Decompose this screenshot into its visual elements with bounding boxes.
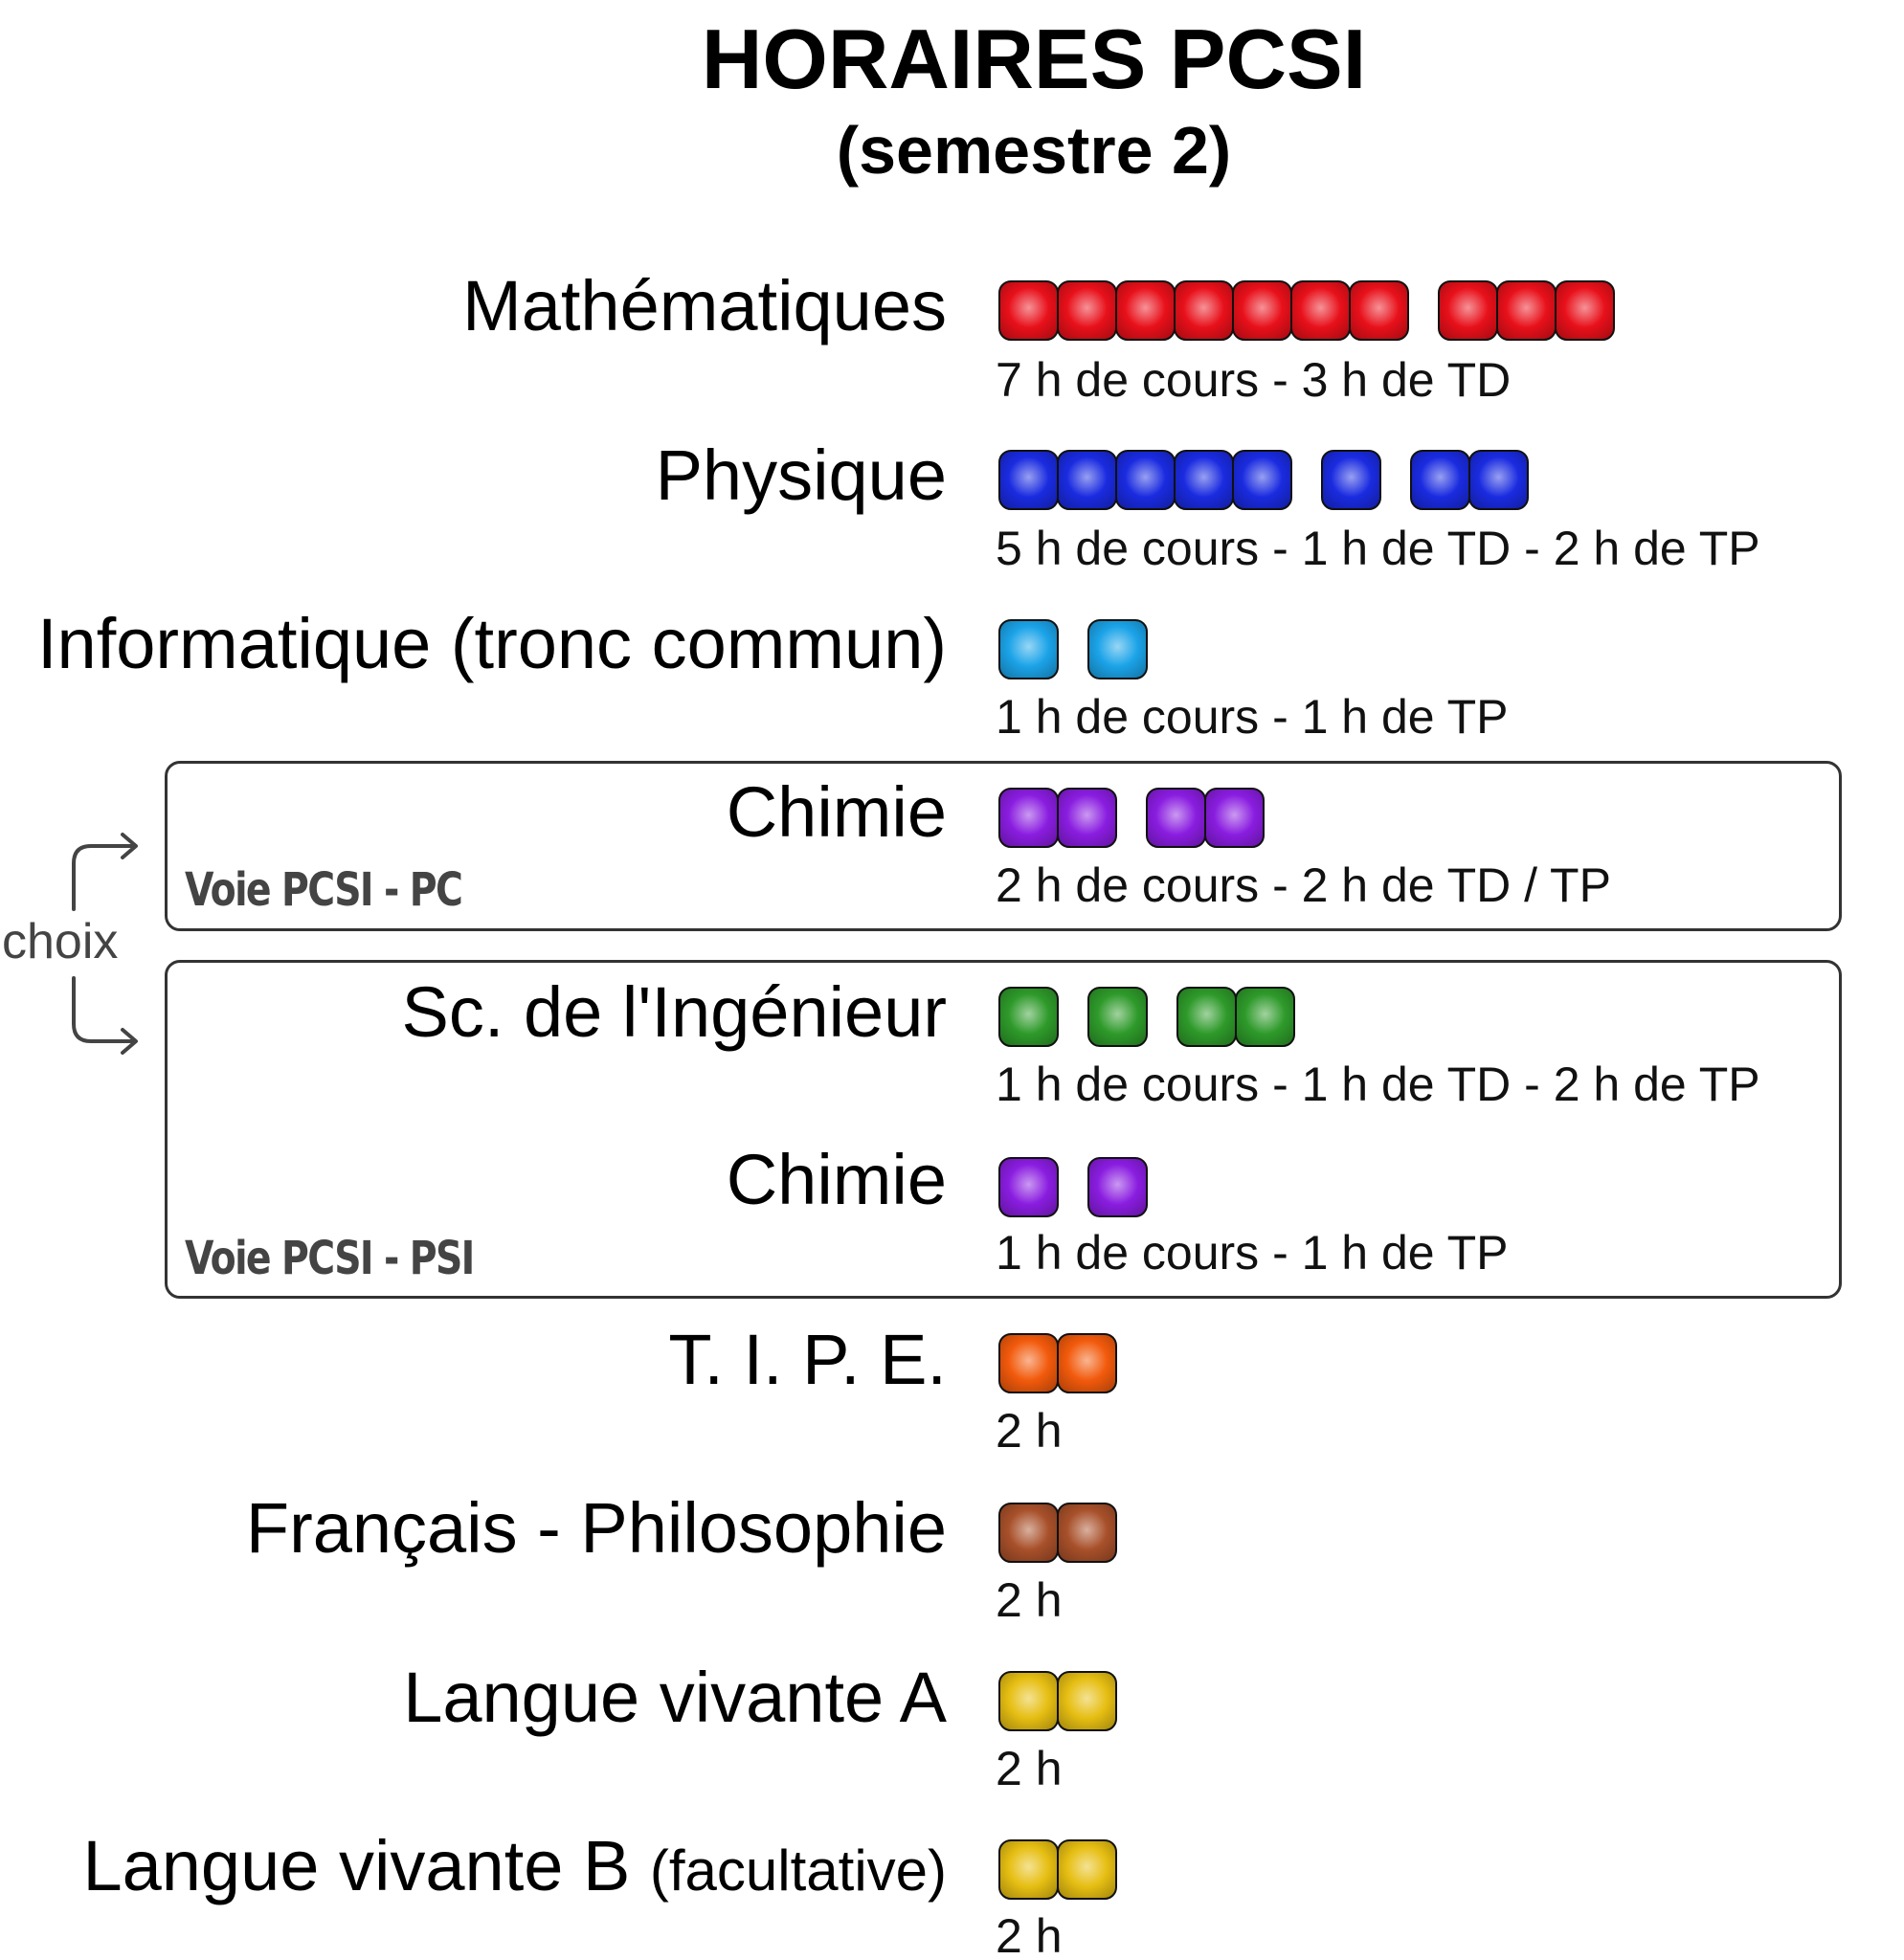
hour-block <box>1174 280 1234 341</box>
subject-name-lvb-main: Langue vivante B <box>82 1826 631 1905</box>
subject-name-info: Informatique (tronc commun) <box>36 604 947 683</box>
hour-block <box>998 788 1059 848</box>
track-label-pc: Voie PCSI - PC <box>185 863 463 917</box>
hour-block <box>1057 1671 1117 1731</box>
hour-block <box>1115 450 1176 510</box>
hour-block <box>1321 450 1381 510</box>
arrow-to-psi <box>72 976 136 1043</box>
hour-blocks-lva <box>998 1671 1118 1732</box>
subject-detail-lvb: 2 h <box>996 1909 1063 1960</box>
subject-detail-info: 1 h de cours - 1 h de TP <box>996 690 1509 744</box>
hour-blocks-chimie-pc <box>998 788 1266 849</box>
hour-block <box>1057 1333 1117 1393</box>
hour-blocks-francais <box>998 1503 1118 1564</box>
hour-block <box>998 1333 1059 1393</box>
subject-name-francais: Français - Philosophie <box>245 1488 947 1568</box>
hour-block <box>1146 788 1206 848</box>
arrow-head-psi <box>121 1028 138 1055</box>
choice-label: choix <box>2 914 119 969</box>
arrow-to-pc <box>72 844 136 911</box>
hour-block <box>1174 450 1234 510</box>
subject-detail-physique: 5 h de cours - 1 h de TD - 2 h de TP <box>996 522 1760 575</box>
hour-block <box>998 1503 1059 1563</box>
hour-block <box>998 1671 1059 1731</box>
hour-block <box>1555 280 1615 341</box>
subject-detail-francais: 2 h <box>996 1573 1063 1627</box>
hour-block <box>1057 1839 1117 1900</box>
hour-block <box>1087 1157 1148 1217</box>
hour-blocks-lvb <box>998 1839 1118 1901</box>
hour-block <box>1496 280 1557 341</box>
hour-blocks-physique <box>998 450 1530 511</box>
subject-detail-si: 1 h de cours - 1 h de TD - 2 h de TP <box>996 1058 1760 1111</box>
hour-block <box>1057 450 1117 510</box>
hour-blocks-math <box>998 280 1616 342</box>
hour-block <box>1232 280 1292 341</box>
subject-detail-math: 7 h de cours - 3 h de TD <box>996 353 1512 407</box>
track-box-pc <box>165 761 1842 931</box>
hour-block <box>998 619 1059 679</box>
hour-block <box>998 1157 1059 1217</box>
hour-block <box>998 450 1059 510</box>
hour-blocks-si <box>998 987 1296 1048</box>
subject-name-tipe: T. I. P. E. <box>668 1320 947 1399</box>
hour-block <box>1468 450 1529 510</box>
hour-block <box>1087 619 1148 679</box>
hour-block <box>1235 987 1295 1047</box>
track-label-psi: Voie PCSI - PSI <box>185 1232 475 1285</box>
hour-blocks-chimie-psi <box>998 1157 1149 1218</box>
hour-block <box>1176 987 1237 1047</box>
arrow-head-pc <box>121 833 138 859</box>
page-subtitle: (semestre 2) <box>836 113 1232 188</box>
subject-name-chimie-pc: Chimie <box>726 772 947 852</box>
hour-block <box>998 987 1059 1047</box>
subject-detail-chimie-pc: 2 h de cours - 2 h de TD / TP <box>996 858 1611 912</box>
subject-name-chimie-psi: Chimie <box>726 1140 947 1219</box>
subject-name-math: Mathématiques <box>462 266 947 345</box>
subject-detail-lva: 2 h <box>996 1742 1063 1795</box>
hour-block <box>1204 788 1265 848</box>
hour-blocks-info <box>998 619 1149 680</box>
subject-name-si: Sc. de l'Ingénieur <box>401 972 948 1052</box>
hour-block <box>1290 280 1351 341</box>
hour-block <box>1057 1503 1117 1563</box>
hour-block <box>998 1839 1059 1900</box>
hour-block <box>1410 450 1470 510</box>
hour-block <box>1438 280 1498 341</box>
choice-arrows <box>72 833 138 1055</box>
hour-block <box>998 280 1059 341</box>
subject-name-lvb-note: (facultative) <box>649 1838 947 1903</box>
subject-name-lvb: Langue vivante B (facultative) <box>82 1831 947 1902</box>
hour-block <box>1087 987 1148 1047</box>
hour-block <box>1115 280 1176 341</box>
hour-block <box>1349 280 1409 341</box>
hour-blocks-tipe <box>998 1333 1118 1394</box>
hour-block <box>1232 450 1292 510</box>
subject-detail-tipe: 2 h <box>996 1404 1063 1458</box>
subject-name-physique: Physique <box>655 435 947 515</box>
subject-name-lva: Langue vivante A <box>403 1658 947 1737</box>
page-title: HORAIRES PCSI <box>701 11 1367 106</box>
subject-detail-chimie-psi: 1 h de cours - 1 h de TP <box>996 1226 1509 1280</box>
track-box-psi <box>165 960 1842 1299</box>
hour-block <box>1057 280 1117 341</box>
hour-block <box>1057 788 1117 848</box>
